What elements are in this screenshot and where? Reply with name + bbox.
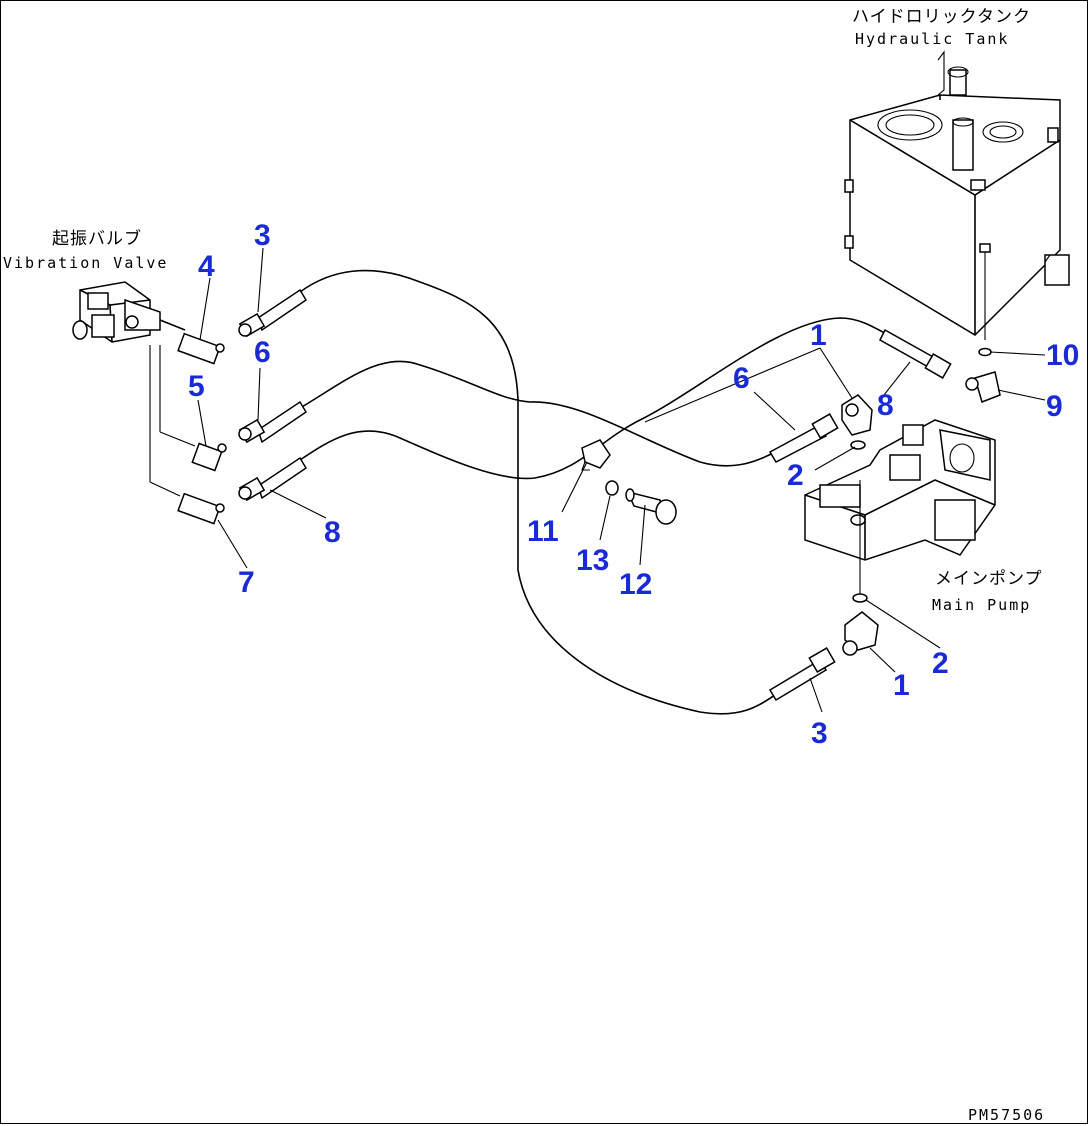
callout-3-bottom: 3	[811, 717, 828, 750]
drawing-code: PM57506	[968, 1106, 1045, 1124]
callout-5: 5	[188, 370, 205, 403]
callout-6-right: 6	[733, 362, 750, 395]
callout-4: 4	[198, 250, 215, 283]
hose-fittings	[149, 288, 1001, 702]
vibration-valve	[72, 281, 186, 343]
callout-1-bottom: 1	[893, 669, 910, 702]
component-captions: ハイドロリックタンク Hydraulic Tank 起振バルブ Vibratio…	[3, 7, 1045, 1124]
callout-2-bottom: 2	[932, 647, 949, 680]
callout-12: 12	[619, 568, 652, 601]
callout-8-left: 8	[324, 516, 341, 549]
callout-9: 9	[1046, 390, 1063, 423]
callout-10: 10	[1046, 339, 1079, 372]
callout-11: 11	[527, 515, 559, 548]
leader-lines	[197, 247, 1046, 713]
callout-13: 13	[576, 544, 609, 577]
callout-numbers: 4 3 6 5 7 8 1 6 8 2 10 9 11 13 12 2 1 3	[188, 219, 1079, 750]
vibration-valve-jp-label: 起振バルブ	[52, 228, 142, 249]
callout-7: 7	[238, 566, 255, 599]
main-pump-jp-label: メインポンプ	[935, 569, 1043, 589]
callout-1-top: 1	[810, 319, 827, 352]
hydraulic-tank-jp-label: ハイドロリックタンク	[852, 7, 1031, 27]
main-pump-en-label: Main Pump	[932, 596, 1031, 614]
callout-3-top: 3	[254, 219, 271, 252]
vibration-valve-en-label: Vibration Valve	[3, 254, 168, 272]
callout-8-right: 8	[877, 389, 894, 422]
hydraulic-tank-en-label: Hydraulic Tank	[855, 30, 1009, 48]
hydraulic-tank	[844, 50, 1070, 340]
main-pump	[804, 419, 996, 595]
callout-2-top: 2	[787, 459, 804, 492]
hose-lines	[299, 269, 891, 715]
callout-6-left: 6	[254, 336, 271, 369]
